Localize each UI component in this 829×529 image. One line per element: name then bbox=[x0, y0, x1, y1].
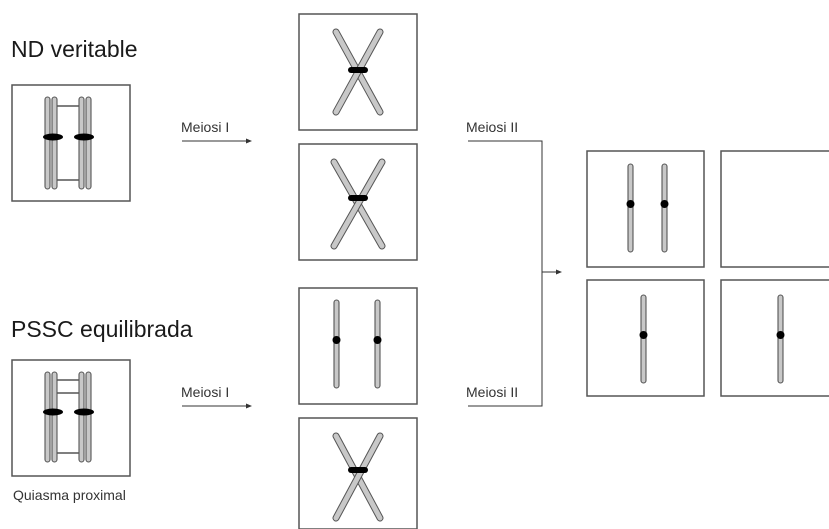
meiosis1-product-1 bbox=[298, 13, 418, 131]
title-pssc-equilibrada: PSSC equilibrada bbox=[11, 316, 193, 342]
meiosis2-product-4 bbox=[720, 279, 829, 397]
centromere-mark bbox=[74, 133, 94, 141]
meiosis2-product-3 bbox=[586, 279, 705, 397]
centromere-mark bbox=[74, 408, 94, 416]
label-meiosi-ii-top: Meiosi II bbox=[466, 119, 518, 135]
bivalent-bottom bbox=[11, 359, 131, 477]
arrow-meiosis1-top: Meiosi I bbox=[181, 119, 252, 144]
centromere-mark bbox=[43, 408, 63, 416]
arrow-meiosis2: Meiosi II Meiosi II bbox=[466, 119, 562, 407]
meiosis1-product-2 bbox=[298, 143, 418, 261]
meiosis1-product-4 bbox=[298, 417, 418, 529]
centromere-mark bbox=[43, 133, 63, 141]
title-nd-veritable: ND veritable bbox=[11, 36, 138, 62]
arrow-meiosis1-bottom: Meiosi I bbox=[181, 384, 252, 409]
meiosis2-product-2 bbox=[720, 150, 829, 268]
label-meiosi-i-top: Meiosi I bbox=[181, 119, 229, 135]
meiosis2-product-1 bbox=[586, 150, 705, 268]
label-meiosi-ii-bottom: Meiosi II bbox=[466, 384, 518, 400]
meiosis1-product-3 bbox=[298, 287, 418, 405]
caption-quiasma-proximal: Quiasma proximal bbox=[13, 487, 126, 503]
bivalent-top bbox=[11, 84, 131, 202]
label-meiosi-i-bottom: Meiosi I bbox=[181, 384, 229, 400]
